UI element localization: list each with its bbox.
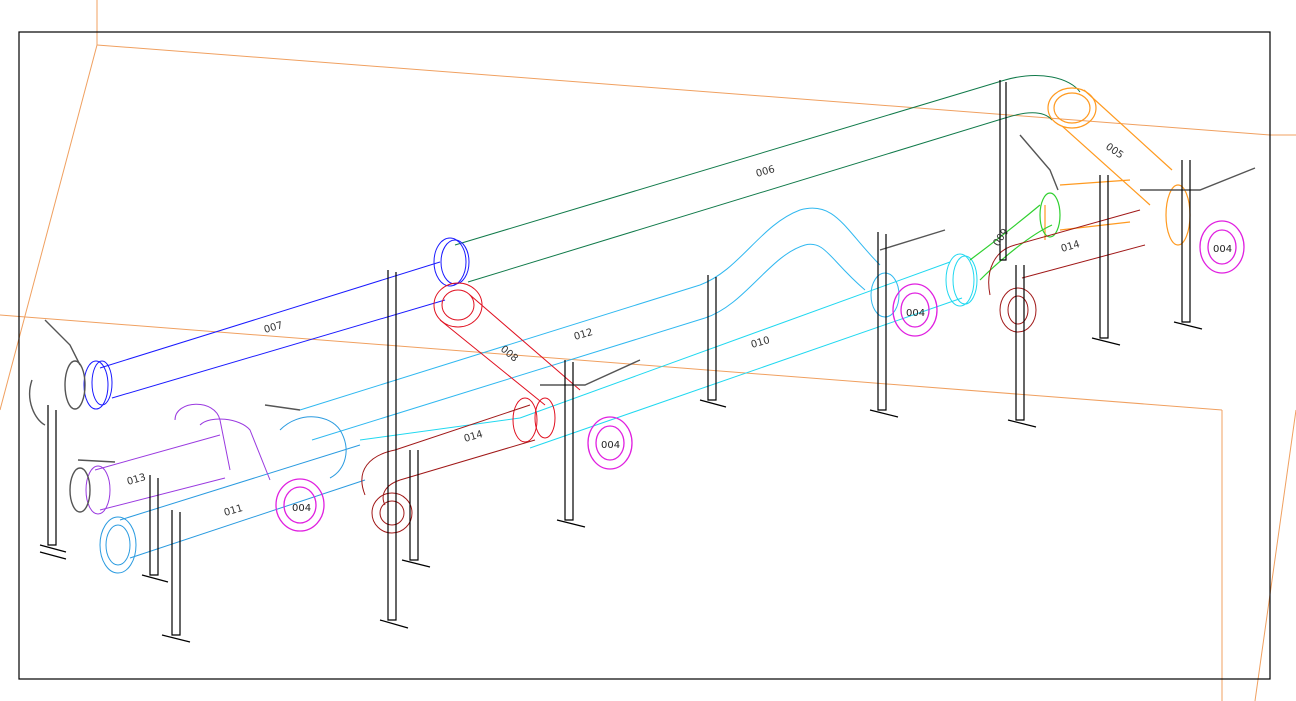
label-008: 008: [498, 344, 520, 365]
pipe-013[interactable]: [85, 403, 271, 515]
label-013: 013: [126, 472, 147, 488]
label-010: 010: [750, 335, 771, 351]
outlet-tag-1: 004: [292, 503, 311, 514]
pipe-006[interactable]: [454, 75, 1081, 283]
pipe-014-left[interactable]: [361, 404, 536, 534]
pipe-011[interactable]: [99, 416, 366, 574]
label-006: 006: [755, 164, 776, 180]
pipe-012[interactable]: [299, 207, 900, 441]
pipe-014-right[interactable]: [988, 209, 1146, 333]
label-007: 007: [263, 320, 284, 336]
pipe-009[interactable]: [969, 192, 1061, 281]
label-011: 011: [223, 503, 244, 519]
label-005: 005: [1103, 141, 1125, 161]
label-014-right: 014: [1060, 239, 1081, 255]
drawing-frame: [18, 31, 1271, 680]
outlet-tag-3: 004: [906, 308, 925, 319]
label-014-left: 014: [463, 429, 484, 445]
pipe-supports: [39, 80, 1203, 643]
outlet-tag-2: 004: [601, 440, 620, 451]
outlet-flanges: [275, 220, 1245, 532]
pipe-005[interactable]: [1044, 87, 1191, 246]
label-012: 012: [573, 327, 594, 343]
pipe-007[interactable]: [83, 237, 470, 410]
valve-handles: [28, 134, 1256, 513]
pipe-008[interactable]: [433, 282, 581, 443]
outlet-tag-4: 004: [1213, 244, 1232, 255]
